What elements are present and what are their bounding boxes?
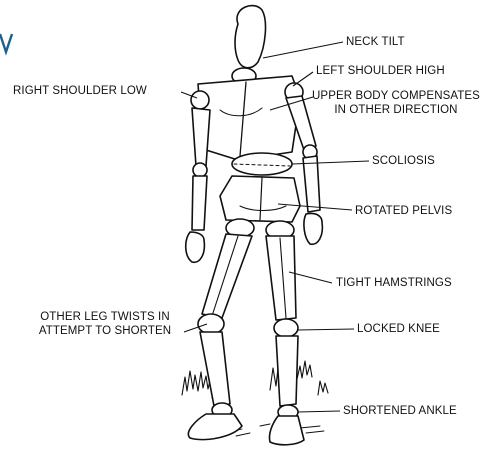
label-tight-hamstrings: TIGHT HAMSTRINGS: [336, 276, 452, 290]
label-upper-body-line2: IN OTHER DIRECTION: [312, 103, 480, 117]
label-rotated-pelvis: ROTATED PELVIS: [355, 204, 452, 218]
label-left-shoulder-high: LEFT SHOULDER HIGH: [316, 64, 445, 78]
label-upper-body-compensates: UPPER BODY COMPENSATES IN OTHER DIRECTIO…: [312, 89, 480, 117]
locked-leg: [266, 236, 304, 445]
accent-mark: [0, 34, 12, 52]
label-neck-tilt: NECK TILT: [346, 35, 405, 49]
chest-block: [198, 76, 300, 160]
grass-tufts: [182, 361, 328, 398]
twisted-leg: [188, 234, 252, 440]
label-shortened-ankle: SHORTENED ANKLE: [343, 404, 457, 418]
label-right-shoulder-low: RIGHT SHOULDER LOW: [13, 84, 147, 98]
label-upper-body-line1: UPPER BODY COMPENSATES: [312, 89, 480, 103]
label-other-leg-line1: OTHER LEG TWISTS IN: [26, 310, 184, 324]
leader-locked-knee: [298, 329, 354, 330]
head: [235, 6, 265, 68]
label-other-leg-twists: OTHER LEG TWISTS IN ATTEMPT TO SHORTEN: [26, 310, 184, 338]
leader-shortened-ankle: [298, 411, 340, 412]
label-scoliosis: SCOLIOSIS: [372, 154, 435, 168]
label-locked-knee: LOCKED KNEE: [357, 322, 440, 336]
leader-left-shoulder-high: [293, 72, 313, 86]
label-other-leg-line2: ATTEMPT TO SHORTEN: [26, 324, 184, 338]
right-arm: [186, 91, 210, 262]
leader-neck-tilt: [263, 42, 343, 58]
